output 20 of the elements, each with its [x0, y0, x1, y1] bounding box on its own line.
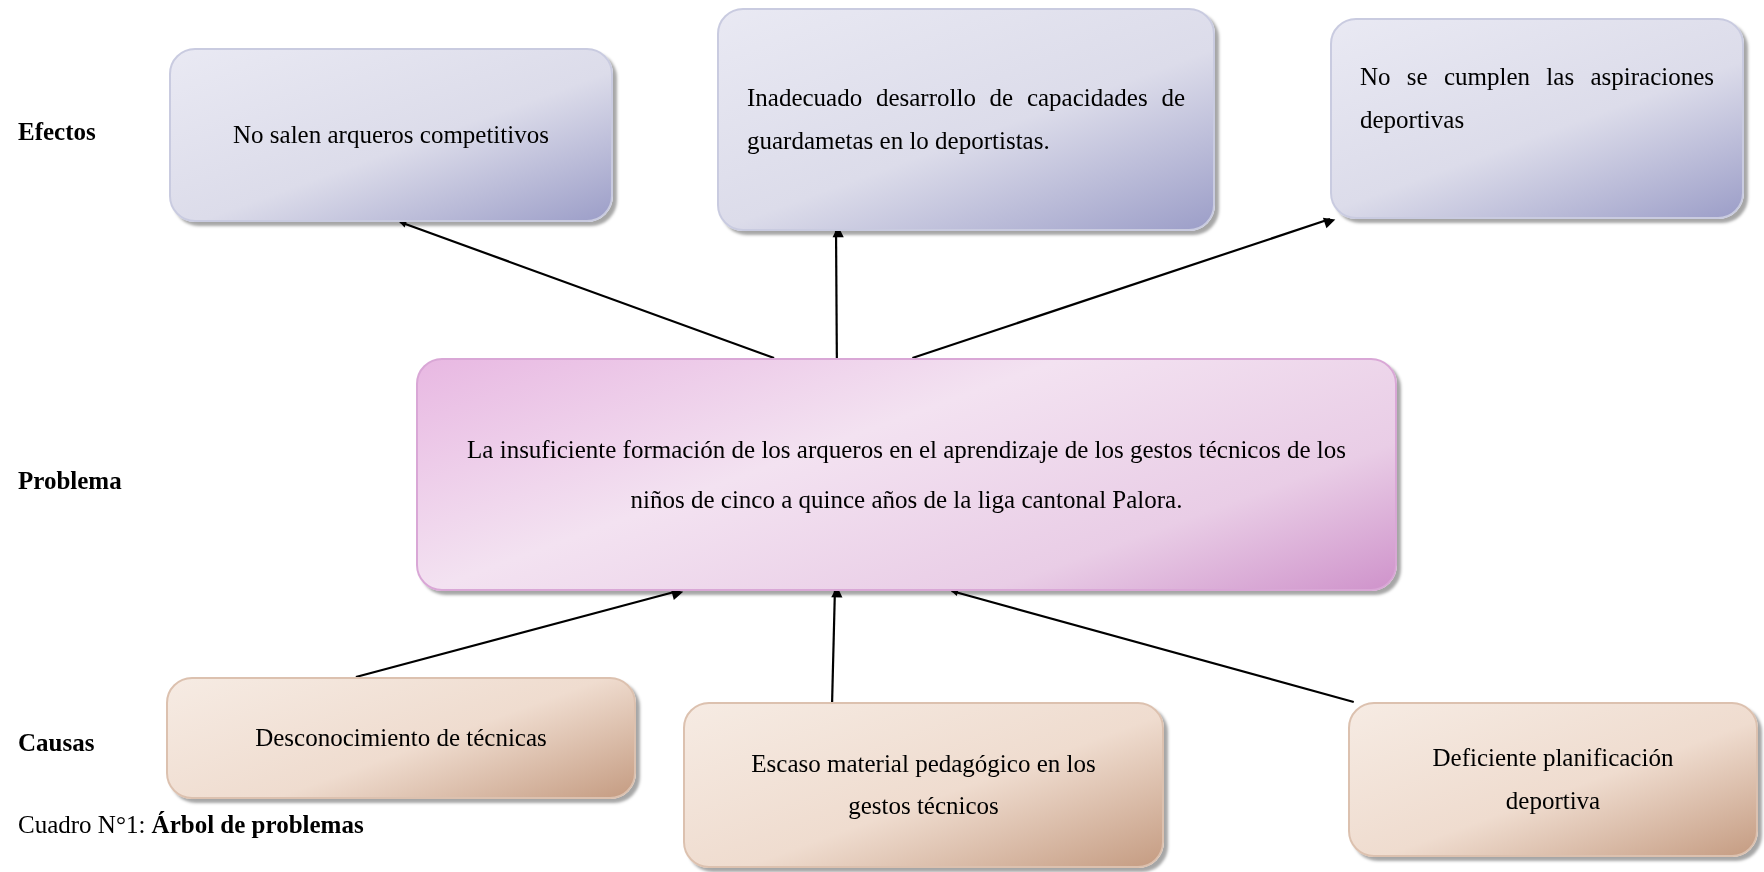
node-text: No se cumplen las aspiraciones deportivas	[1360, 62, 1714, 135]
cause-box	[166, 677, 636, 799]
node-text: Deficiente planificación deportiva	[1431, 743, 1675, 816]
node-text: Escaso material pedagógico en los gestos técnicos	[750, 748, 1097, 821]
node-text: La insuficiente formación de los arqueros en el aprendizaje de los gestos técnicos de los niños de cinco a quince años de la liga cantonal Palora.	[466, 434, 1347, 515]
cause-box	[1348, 702, 1758, 857]
problem-box	[416, 358, 1397, 591]
cause-box	[683, 702, 1164, 868]
row-label: Efectos	[18, 118, 96, 146]
arrow	[355, 589, 684, 679]
row-label: Problema	[18, 467, 122, 495]
row-label: Causas	[18, 729, 95, 757]
caption: Cuadro N°1: Árbol de problemas	[18, 811, 364, 839]
effect-box	[717, 8, 1215, 231]
node-text: Desconocimiento de técnicas	[254, 722, 548, 753]
node-text: Inadecuado desarrollo de capacidades de guardametas en lo deportistas.	[747, 83, 1185, 156]
arrow	[912, 217, 1336, 360]
effect-box	[169, 48, 613, 222]
effect-box	[1330, 18, 1744, 219]
node-text: No salen arqueros competitivos	[232, 119, 550, 150]
